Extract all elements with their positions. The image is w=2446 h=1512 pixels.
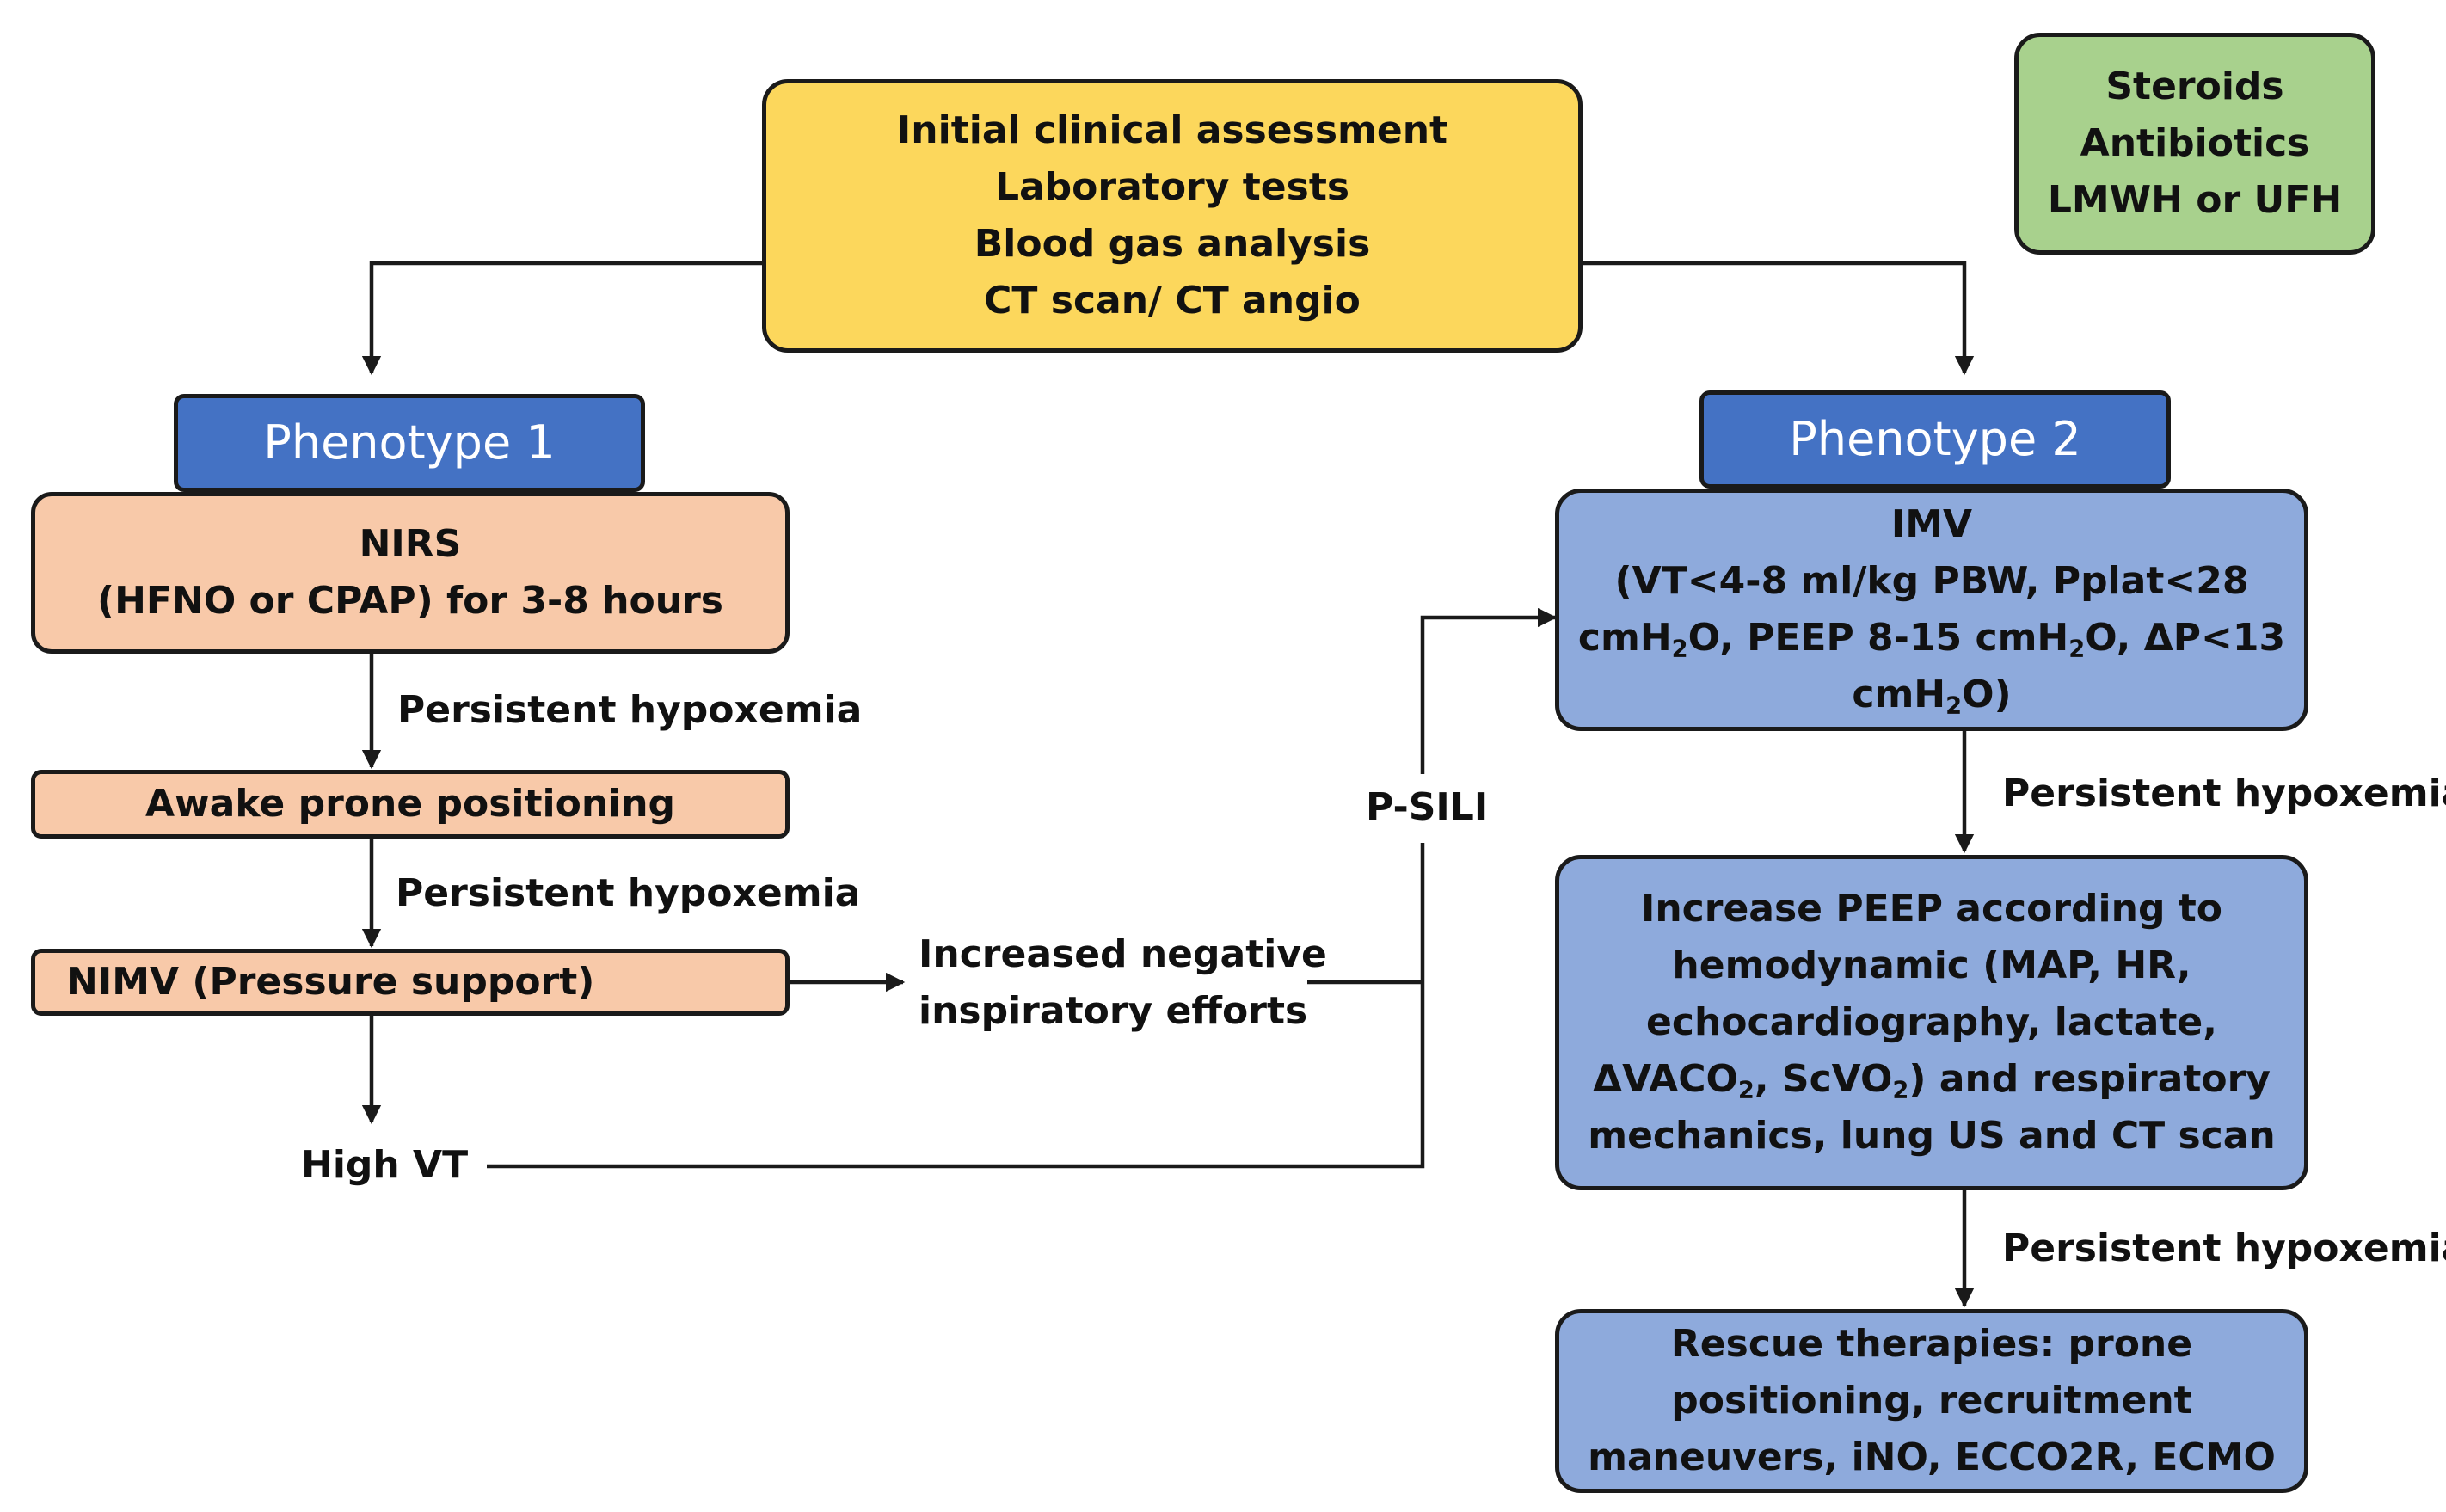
medication-line: Steroids	[2105, 65, 2284, 108]
nirs-line: NIRS	[359, 522, 462, 566]
persistent-hypoxemia-label: Persistent hypoxemia	[397, 688, 863, 732]
persistent-hypoxemia-label: Persistent hypoxemia	[2002, 771, 2446, 815]
rescue-line: Rescue therapies: prone	[1670, 1322, 2193, 1366]
nirs-box: NIRS (HFNO or CPAP) for 3-8 hours	[31, 492, 790, 654]
imv-box: IMV (VT<4-8 ml/kg PBW, Pplat<28 cmH2O, P…	[1555, 489, 2308, 731]
persistent-hypoxemia-label: Persistent hypoxemia	[2002, 1226, 2446, 1270]
peep-line: ΔVACO2, ScVO2) and respiratory	[1593, 1057, 2271, 1104]
medication-line: LMWH or UFH	[2047, 178, 2343, 222]
imv-line: cmH2O, PEEP 8-15 cmH2O, ΔP<13	[1577, 616, 2286, 663]
peep-line: Increase PEEP according to	[1640, 887, 2223, 931]
line-high-vt-to-psili	[487, 843, 1425, 1169]
imv-title: IMV	[1890, 502, 1973, 546]
imv-line: cmH2O)	[1852, 673, 2012, 720]
efforts-line: inspiratory efforts	[919, 989, 1308, 1033]
nirs-line: (HFNO or CPAP) for 3-8 hours	[97, 579, 723, 623]
phenotype2-label: Phenotype 2	[1789, 412, 2081, 466]
rescue-therapies-box: Rescue therapies: prone positioning, rec…	[1555, 1309, 2308, 1493]
awake-prone-box: Awake prone positioning	[31, 770, 790, 839]
assessment-line: Laboratory tests	[994, 165, 1350, 209]
psili-label: P-SILI	[1366, 785, 1489, 829]
nimv-label: NIMV (Pressure support)	[66, 960, 595, 1004]
initial-assessment-box: Initial clinical assessment Laboratory t…	[762, 79, 1583, 353]
arrow-top-to-phenotype1	[361, 261, 762, 376]
medication-box: Steroids Antibiotics LMWH or UFH	[2014, 33, 2375, 255]
assessment-line: CT scan/ CT angio	[984, 279, 1361, 323]
rescue-line: maneuvers, iNO, ECCO2R, ECMO	[1588, 1435, 2276, 1479]
assessment-line: Initial clinical assessment	[896, 108, 1448, 152]
phenotype1-header: Phenotype 1	[174, 394, 645, 492]
high-vt-label: High VT	[301, 1143, 469, 1187]
arrow-top-to-phenotype2	[1583, 261, 1975, 376]
efforts-line: Increased negative	[919, 932, 1327, 976]
peep-line: hemodynamic (MAP, HR,	[1672, 943, 2191, 987]
awake-prone-label: Awake prone positioning	[144, 782, 676, 826]
peep-line: mechanics, lung US and CT scan	[1588, 1114, 2276, 1158]
imv-line: (VT<4-8 ml/kg PBW, Pplat<28	[1614, 559, 2249, 603]
medication-line: Antibiotics	[2080, 121, 2310, 165]
persistent-hypoxemia-label: Persistent hypoxemia	[396, 871, 861, 915]
assessment-line: Blood gas analysis	[974, 222, 1371, 266]
nimv-box: NIMV (Pressure support)	[31, 949, 790, 1016]
efforts-label: Increased negative inspiratory efforts	[919, 926, 1327, 1040]
peep-line: echocardiography, lactate,	[1646, 1000, 2217, 1044]
phenotype2-header: Phenotype 2	[1699, 390, 2171, 489]
arrow-psili-to-imv	[1420, 607, 1558, 774]
rescue-line: positioning, recruitment	[1671, 1379, 2192, 1423]
increase-peep-box: Increase PEEP according to hemodynamic (…	[1555, 855, 2308, 1190]
phenotype1-label: Phenotype 1	[263, 415, 556, 470]
